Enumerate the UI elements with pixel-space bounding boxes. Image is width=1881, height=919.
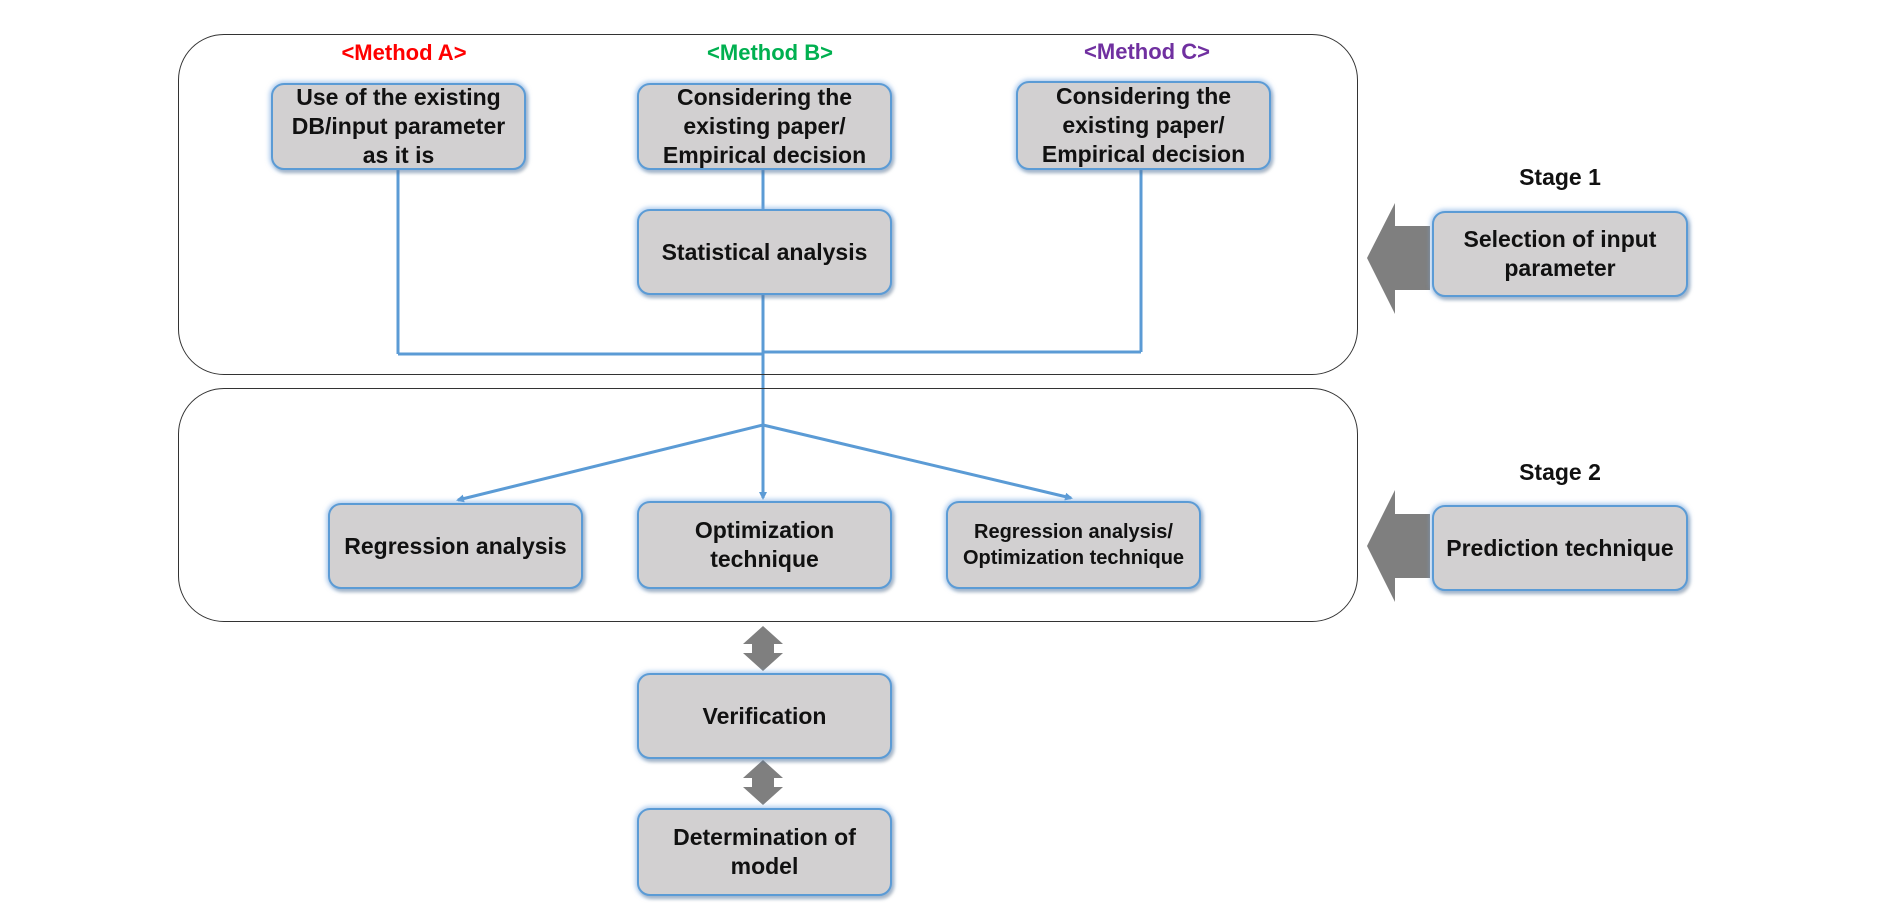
- connector-to-regression: [456, 423, 764, 503]
- determination-of-model-box: Determination of model: [637, 808, 892, 896]
- stage1-arrow: [1367, 203, 1430, 314]
- method-c-box: Considering the existing paper/ Empirica…: [1016, 81, 1271, 170]
- method-b-box: Considering the existing paper/ Empirica…: [637, 83, 892, 170]
- verification-box: Verification: [637, 673, 892, 759]
- stage1-panel: [178, 34, 1358, 375]
- optimization-technique-box: Optimization technique: [637, 501, 892, 589]
- method-a-box: Use of the existing DB/input parameter a…: [271, 83, 526, 170]
- regression-analysis-box: Regression analysis: [328, 503, 583, 589]
- double-arrow-verification: [743, 626, 783, 671]
- method-a-label: <Method A>: [341, 40, 467, 65]
- stage2-prediction-box: Prediction technique: [1432, 505, 1688, 591]
- stage2-panel: [178, 388, 1358, 622]
- regression-optimization-box: Regression analysis/ Optimization techni…: [946, 501, 1201, 589]
- stage2-label: Stage 2: [1519, 459, 1601, 485]
- stage2-arrow: [1367, 490, 1430, 602]
- method-b-label: <Method B>: [707, 40, 833, 65]
- connector-to-regression-optimization: [762, 423, 1073, 501]
- method-c-label: <Method C>: [1084, 39, 1210, 64]
- statistical-analysis-box: Statistical analysis: [637, 209, 892, 295]
- double-arrow-model: [743, 760, 783, 805]
- stage1-selection-box: Selection of input parameter: [1432, 211, 1688, 297]
- stage1-label: Stage 1: [1519, 164, 1601, 190]
